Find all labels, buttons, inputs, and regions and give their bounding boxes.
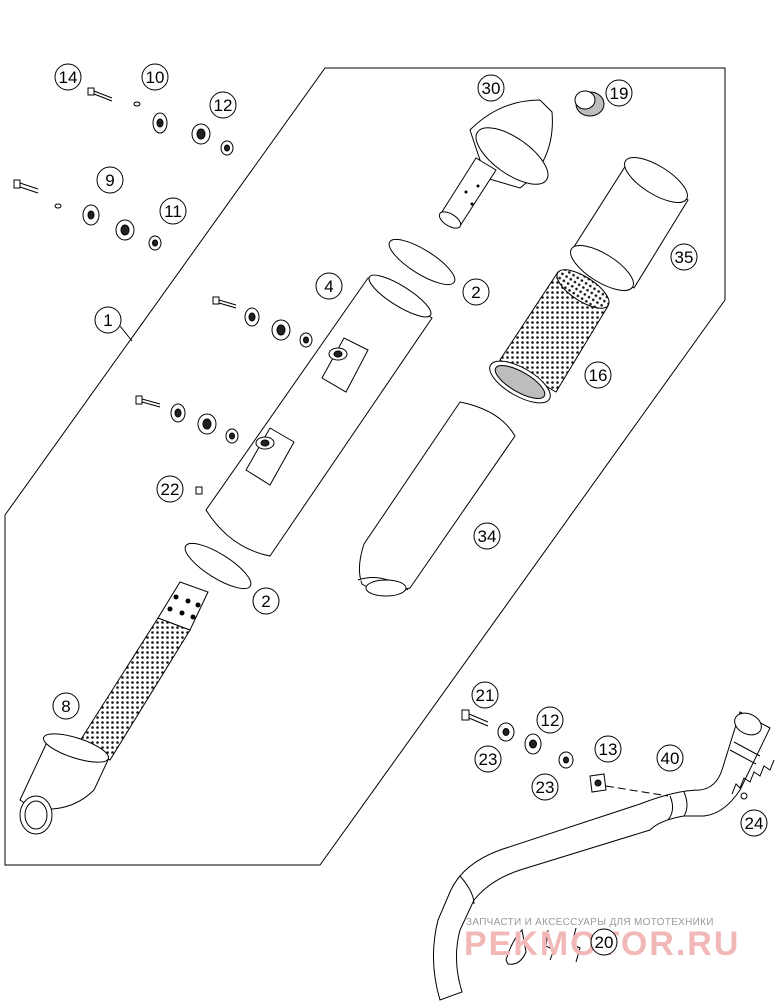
- gasket-2-upper: [388, 238, 456, 286]
- callout-label: 2: [261, 592, 270, 611]
- callout-2-lower: 2: [252, 587, 280, 615]
- rubber-bush-12b: [524, 733, 542, 755]
- screw-22: [195, 486, 203, 495]
- callout-34: 34: [473, 522, 501, 550]
- bolt-21: [461, 709, 489, 727]
- inner-perforated-tube-8: [19, 581, 209, 835]
- washer-9: [82, 204, 100, 226]
- callout-1: 1: [94, 306, 122, 334]
- callout-label: 9: [105, 171, 114, 190]
- callout-label: 19: [610, 84, 629, 103]
- callout-10: 10: [141, 63, 169, 91]
- callout-label: 4: [324, 277, 333, 296]
- callout-4: 4: [315, 272, 343, 300]
- callout-20: 20: [590, 928, 618, 956]
- callout-11: 11: [159, 197, 187, 225]
- assembly-axis: [605, 785, 669, 797]
- washer-upper: [152, 112, 168, 134]
- callout-label: 12: [214, 96, 233, 115]
- assembly-frame: [4, 67, 726, 866]
- bolt-9: [13, 179, 39, 194]
- callout-23-right: 23: [531, 773, 559, 801]
- callout-label: 23: [536, 778, 555, 797]
- callout-35: 35: [670, 243, 698, 271]
- end-cap-30: [438, 99, 553, 229]
- mounting-bracket-lower: [245, 427, 295, 486]
- callout-label: 13: [599, 740, 618, 759]
- washer-23a: [497, 722, 515, 742]
- springs-20: [505, 927, 581, 965]
- perforated-core-16: [489, 269, 610, 404]
- nut-11: [148, 235, 162, 251]
- callout-label: 40: [661, 749, 680, 768]
- header-pipe-40: [433, 711, 771, 1001]
- spring-24: [731, 759, 775, 800]
- callout-16: 16: [584, 361, 612, 389]
- rubber-bush-12a: [191, 123, 211, 145]
- gasket-2-lower: [184, 542, 252, 590]
- callout-label: 22: [161, 480, 180, 499]
- nut-upper: [220, 140, 234, 156]
- bolt-lower-muffler: [135, 395, 239, 444]
- callout-label: 23: [479, 750, 498, 769]
- callout-label: 8: [61, 697, 70, 716]
- bolt-14: [87, 87, 113, 102]
- callout-label: 2: [471, 283, 480, 302]
- callout-label: 34: [478, 527, 497, 546]
- callout-19: 19: [605, 79, 633, 107]
- rubber-bush-middle: [115, 219, 135, 241]
- callout-40: 40: [656, 744, 684, 772]
- callout-13: 13: [594, 735, 622, 763]
- watermark-tagline: ЗАПЧАСТИ И АКСЕССУАРЫ ДЛЯ МОТОТЕХНИКИ: [466, 917, 714, 928]
- callout-23-left: 23: [474, 745, 502, 773]
- callout-8: 8: [52, 692, 80, 720]
- muffler-body-4: [205, 274, 433, 557]
- washer-23b: [558, 751, 574, 769]
- callout-label: 24: [745, 814, 764, 833]
- insert-sleeve-35: [570, 157, 689, 291]
- callout-12: 12: [209, 91, 237, 119]
- callout-14: 14: [54, 63, 82, 91]
- callout-12-lower: 12: [536, 706, 564, 734]
- leader-line-1: [119, 325, 133, 342]
- callout-label: 1: [103, 311, 112, 330]
- callout-label: 10: [146, 68, 165, 87]
- callout-label: 35: [675, 248, 694, 267]
- callout-21: 21: [471, 681, 499, 709]
- callout-label: 16: [589, 366, 608, 385]
- callout-2-upper: 2: [462, 278, 490, 306]
- grommet-19: [574, 90, 605, 117]
- callout-30: 30: [477, 74, 505, 102]
- callout-9: 9: [96, 166, 124, 194]
- callout-label: 12: [541, 711, 560, 730]
- mounting-bracket-upper: [321, 337, 369, 393]
- o-ring-10: [133, 101, 141, 107]
- callout-label: 20: [595, 933, 614, 952]
- callout-label: 30: [482, 79, 501, 98]
- clip-nut-13: [589, 773, 607, 793]
- callout-label: 11: [164, 202, 182, 221]
- callout-22: 22: [156, 475, 184, 503]
- callout-label: 21: [476, 686, 495, 705]
- bolt-upper-muffler: [212, 296, 313, 348]
- callout-label: 14: [59, 68, 78, 87]
- outer-sleeve-34: [357, 401, 516, 597]
- callout-24: 24: [740, 809, 768, 837]
- o-ring-small: [54, 203, 62, 209]
